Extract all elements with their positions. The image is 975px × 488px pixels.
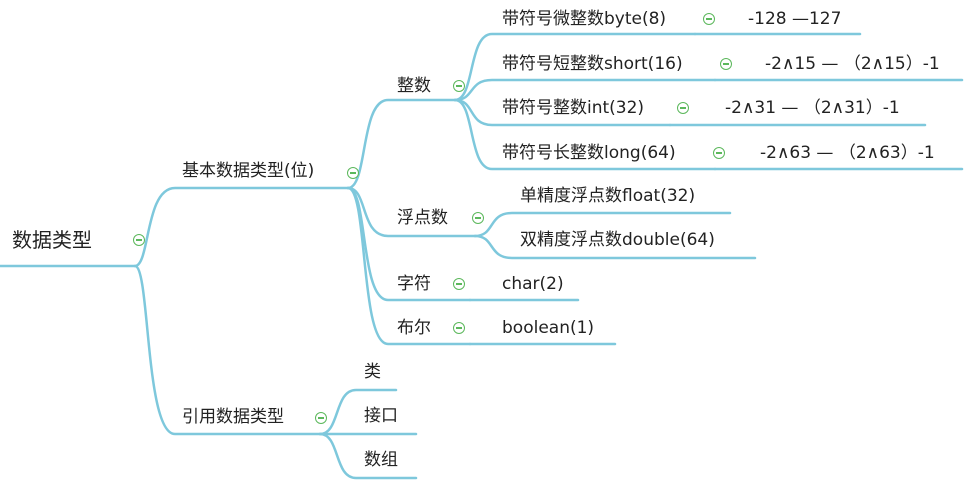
branch-root-reference [133,264,322,436]
node-array[interactable]: 数组 [364,450,398,470]
node-double[interactable]: 双精度浮点数double(64) [520,230,715,250]
collapse-minus-icon[interactable] [453,322,465,334]
branch-floating-double [473,234,757,260]
node-boolean-value[interactable]: boolean(1) [502,318,595,338]
branch-integer-long [453,98,717,171]
node-long[interactable]: 带符号长整数long(64) [502,143,676,163]
collapse-minus-icon[interactable] [453,80,465,92]
branch-root-primitive [133,186,350,268]
collapse-minus-icon[interactable] [472,212,484,224]
node-reference[interactable]: 引用数据类型 [182,407,284,427]
collapse-minus-icon[interactable] [133,234,145,246]
node-integer[interactable]: 整数 [397,76,431,96]
node-int[interactable]: 带符号整数int(32) [502,98,645,118]
branch-floating-float [473,211,732,238]
node-byte[interactable]: 带符号微整数byte(8) [502,9,667,29]
branch-primitive-floating [346,186,477,238]
branch-primitive-boolean [346,186,472,346]
node-float[interactable]: 单精度浮点数float(32) [520,186,696,206]
collapse-minus-icon[interactable] [677,102,689,114]
branch-primitive-integer [346,98,457,190]
node-class[interactable]: 类 [364,362,381,382]
node-root[interactable]: 数据类型 [12,228,92,252]
branch-integer-byte [453,32,697,102]
node-char[interactable]: 字符 [397,274,431,294]
collapse-minus-icon[interactable] [703,13,715,25]
node-floating[interactable]: 浮点数 [397,208,448,228]
collapse-minus-icon[interactable] [347,167,359,179]
collapse-minus-icon[interactable] [720,58,732,70]
node-long-range[interactable]: -2∧63 — （2∧63）-1 [760,143,935,163]
node-short-range[interactable]: -2∧15 — （2∧15）-1 [765,54,940,74]
branch-reference-class [318,388,398,436]
collapse-minus-icon[interactable] [315,412,327,424]
node-byte-range[interactable]: -128 —127 [748,9,842,29]
branch-integer-short [453,78,717,102]
collapse-minus-icon[interactable] [713,147,725,159]
branch-reference-array [318,432,418,480]
node-int-range[interactable]: -2∧31 — （2∧31）-1 [725,98,900,118]
node-char-value[interactable]: char(2) [502,274,564,294]
node-primitive[interactable]: 基本数据类型(位) [182,161,315,181]
node-interface[interactable]: 接口 [364,406,398,426]
node-short[interactable]: 带符号短整数short(16) [502,54,683,74]
collapse-minus-icon[interactable] [453,278,465,290]
node-boolean[interactable]: 布尔 [397,318,431,338]
